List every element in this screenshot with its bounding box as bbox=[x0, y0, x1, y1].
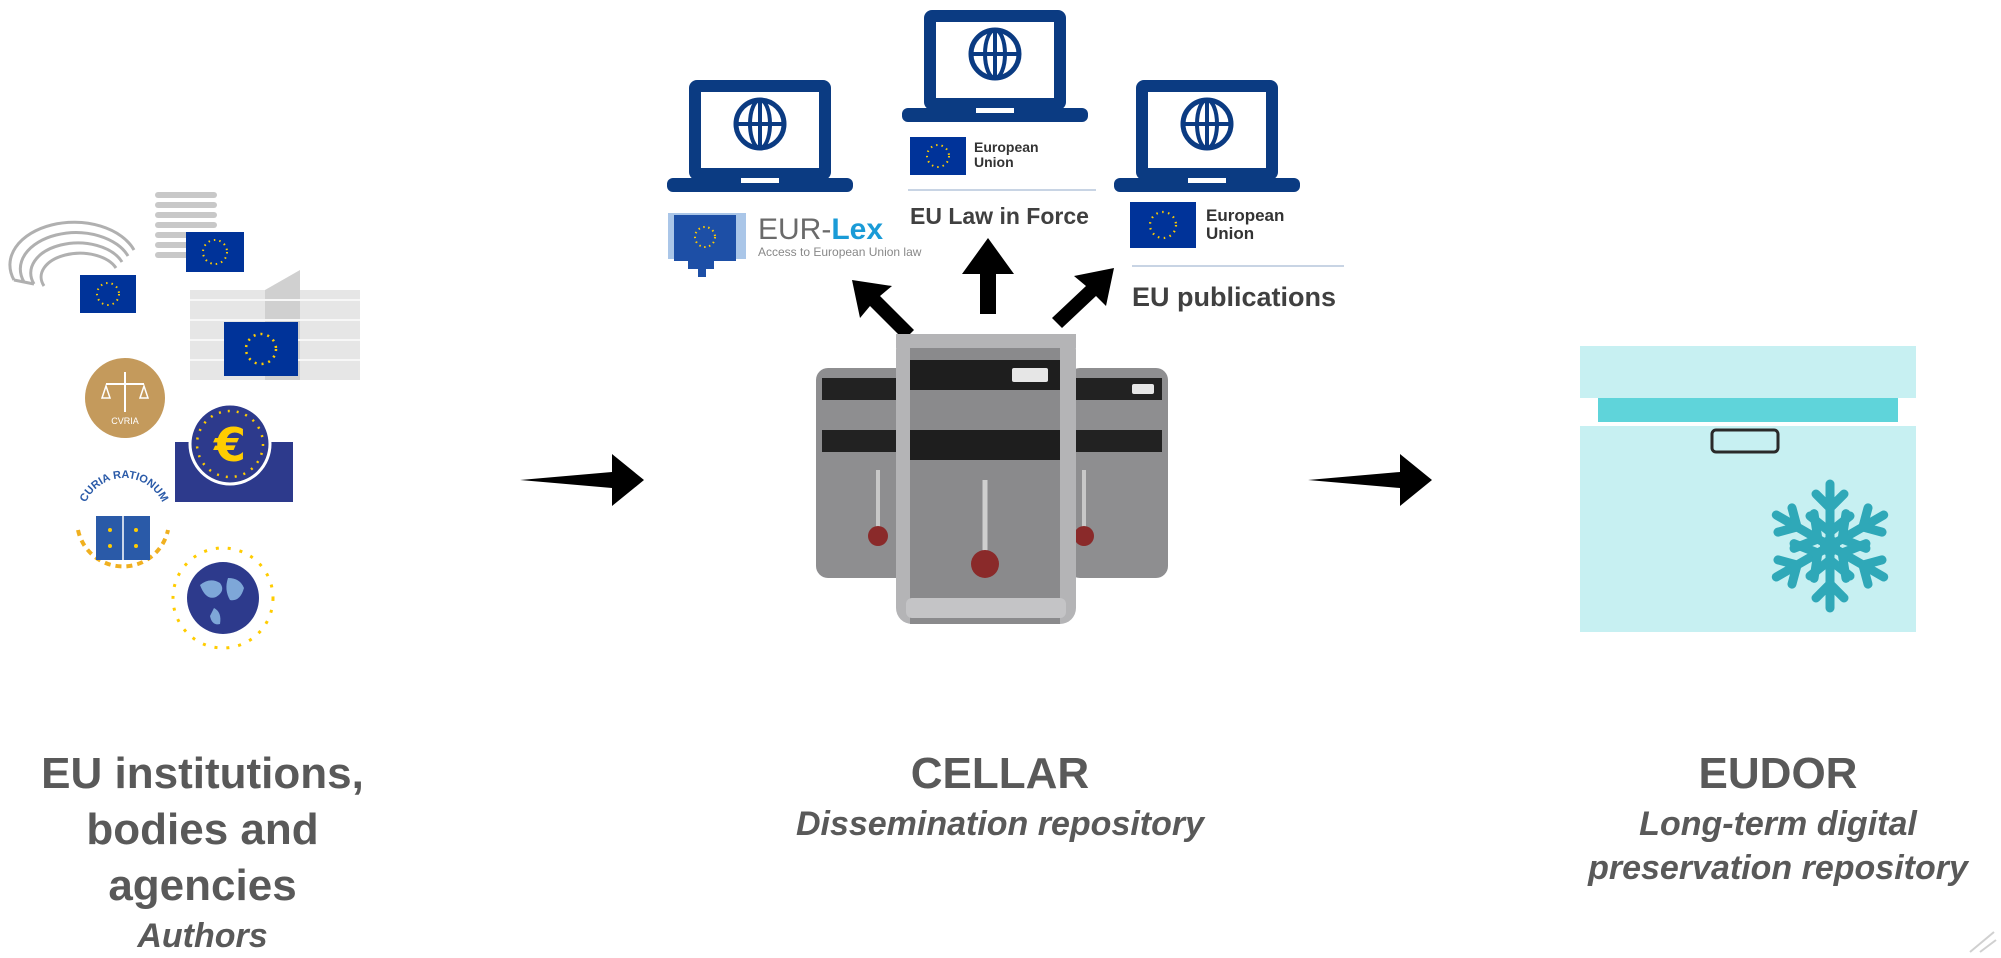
law-in-force-label: EU Law in Force bbox=[910, 203, 1089, 229]
globe-icon bbox=[1180, 97, 1234, 151]
publications-org: European Union bbox=[1206, 206, 1285, 243]
court-of-justice-logo: CVRIA bbox=[85, 358, 165, 438]
arrow-icon bbox=[962, 238, 1014, 314]
server-icon bbox=[816, 334, 1168, 624]
curia-rationum-text: CURIA RATIONUM bbox=[78, 469, 170, 504]
snowflake-icon bbox=[1771, 479, 1889, 613]
page-corner-mark bbox=[1969, 931, 1997, 953]
storage-box-icon bbox=[1580, 346, 1916, 632]
eu-flag-icon bbox=[1130, 202, 1196, 248]
eudor-caption: EUDOR Long-term digital preservation rep… bbox=[1560, 746, 1996, 890]
eurlex-tagline: Access to European Union law bbox=[758, 245, 922, 259]
arrow-icon bbox=[852, 280, 914, 340]
eurlex-logo-mark bbox=[668, 213, 746, 277]
eu-flag-icon bbox=[186, 232, 244, 272]
laptop-icon bbox=[667, 80, 853, 192]
cvria-text: CVRIA bbox=[111, 416, 139, 426]
authors-title: EU institutions, bodies and agencies bbox=[41, 749, 364, 910]
publications-divider bbox=[1132, 265, 1344, 267]
eu-flag-icon bbox=[224, 322, 298, 376]
euro-icon: € bbox=[213, 418, 246, 472]
world-map-icon bbox=[171, 546, 275, 650]
eurlex-name: EUR-Lex bbox=[758, 214, 883, 246]
authors-caption: EU institutions, bodies and agencies Aut… bbox=[0, 746, 405, 958]
eurlex-name-bold: Lex bbox=[831, 213, 884, 246]
court-of-auditors-logo: CURIA RATIONUM bbox=[76, 469, 170, 569]
cellar-title: CELLAR bbox=[910, 749, 1090, 798]
authors-subtitle: Authors bbox=[137, 917, 268, 955]
law-in-force-org: European Union bbox=[974, 139, 1039, 170]
cellar-subtitle: Dissemination repository bbox=[795, 805, 1205, 843]
svg-text:CURIA RATIONUM: CURIA RATIONUM bbox=[78, 469, 170, 504]
eudor-subtitle: Long-term digital preservation repositor… bbox=[1588, 805, 1968, 887]
arrow-icon bbox=[1052, 268, 1114, 328]
laptop-icon bbox=[1114, 80, 1300, 192]
parliament-hemicycle-icon bbox=[8, 220, 136, 287]
laptop-icon bbox=[902, 10, 1088, 122]
arrow-icon bbox=[520, 454, 644, 506]
eu-flag-icon bbox=[80, 275, 136, 313]
scales-of-justice-icon bbox=[100, 372, 150, 412]
law-in-force-divider bbox=[908, 189, 1096, 191]
globe-icon bbox=[968, 27, 1022, 81]
publications-label: EU publications bbox=[1132, 282, 1337, 312]
globe-icon bbox=[733, 97, 787, 151]
eudor-title: EUDOR bbox=[1698, 749, 1858, 798]
arrow-icon bbox=[1308, 454, 1432, 506]
ecb-logo: € bbox=[175, 402, 293, 502]
eu-flag-icon bbox=[910, 137, 966, 175]
eu-institution-logos: CVRIA € CURIA RATIONUM bbox=[8, 192, 360, 650]
eurlex-name-plain: EUR- bbox=[758, 213, 832, 246]
cellar-caption: CELLAR Dissemination repository bbox=[720, 746, 1280, 846]
